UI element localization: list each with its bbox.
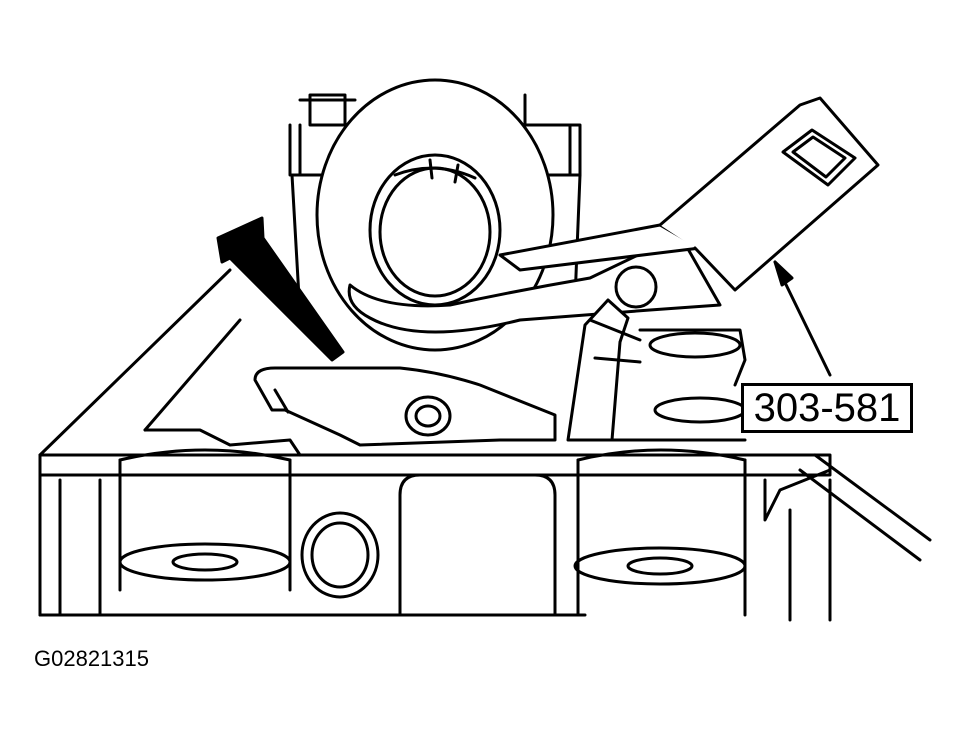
tool-leader-line	[773, 260, 832, 377]
tool-number-label: 303-581	[741, 383, 913, 433]
cylinder-head	[38, 268, 932, 622]
callout-arrow	[216, 216, 345, 362]
camshaft-bearing-cap	[288, 78, 582, 352]
figure-id: G02821315	[34, 646, 149, 671]
roller-follower	[253, 366, 557, 447]
valve-spring-compressor-tool	[347, 96, 880, 442]
